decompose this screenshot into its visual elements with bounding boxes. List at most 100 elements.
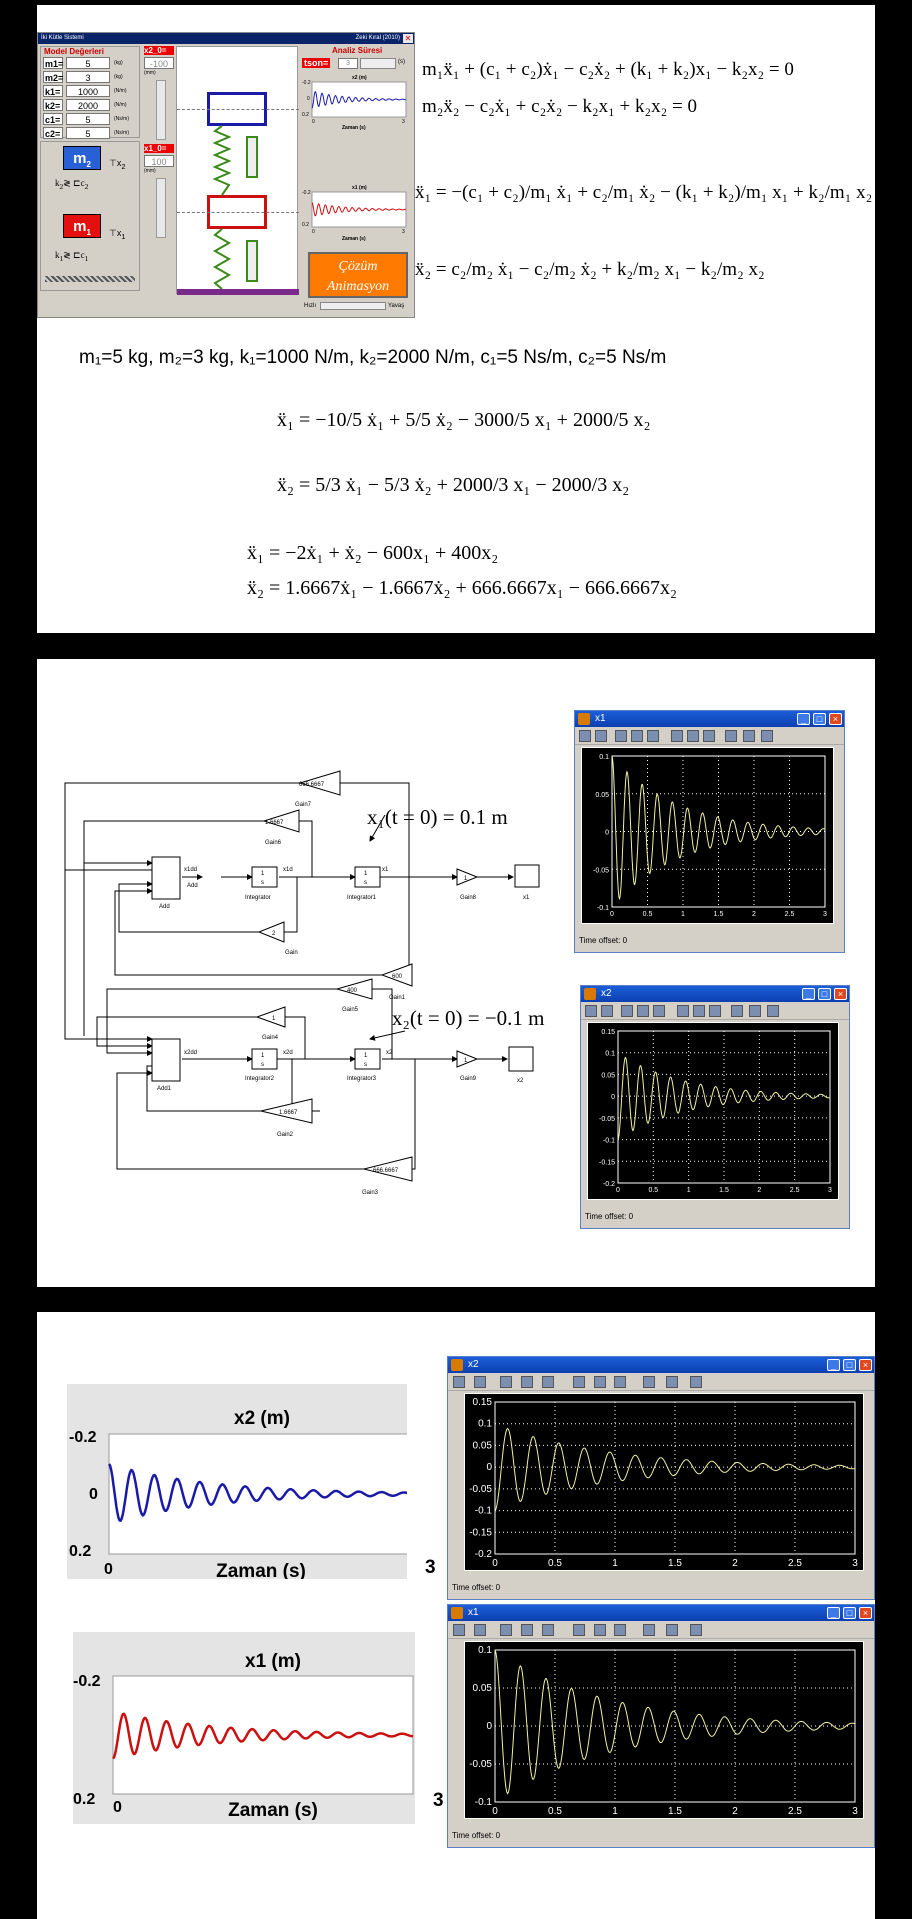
big-x1-t3-label: 3 [433,1790,444,1811]
minimize-icon[interactable]: _ [827,1359,840,1371]
svg-text:x1: x1 [382,867,389,873]
svg-text:0.2: 0.2 [302,222,309,228]
x1-0-input[interactable]: 100 [144,155,174,167]
param-unit: (Ns/m) [114,130,129,136]
restore-axes-icon[interactable] [703,730,715,742]
save-axes-icon[interactable] [693,1005,705,1017]
lock-icon[interactable] [743,730,755,742]
y-tick-label: -0.1 [603,1138,615,1145]
lock-icon[interactable] [666,1624,679,1636]
maximize-icon[interactable]: □ [813,713,826,725]
zoom-y-icon[interactable] [653,1005,665,1017]
spring-damper-drawing [177,125,299,295]
maximize-icon[interactable]: □ [843,1607,856,1619]
signal-select-icon[interactable] [761,730,773,742]
print-icon[interactable] [585,1005,597,1017]
y-tick-label: -0.15 [469,1527,492,1538]
restore-axes-icon[interactable] [709,1005,721,1017]
close-icon[interactable]: ✕ [403,34,413,43]
print-icon[interactable] [453,1376,466,1388]
x2-slider[interactable] [156,80,166,140]
signal-select-icon[interactable] [689,1624,702,1636]
param-label: c2= [43,127,63,139]
tson-input[interactable]: 3 [338,58,358,69]
speed-slider[interactable] [320,302,386,310]
zoom-icon[interactable] [500,1376,512,1388]
maximize-icon[interactable]: □ [843,1359,856,1371]
save-axes-icon[interactable] [593,1624,606,1636]
autoscale-icon[interactable] [677,1005,689,1017]
speed-slow-label: Yavaş [388,303,405,309]
big-x2-plot-panel: x2 (m) -0.2 0 0.2 0 Zaman (s) [67,1384,428,1582]
lock-icon[interactable] [749,1005,761,1017]
svg-text:Gain9: Gain9 [460,1076,477,1082]
close-icon[interactable]: × [829,713,842,725]
restore-axes-icon[interactable] [614,1376,627,1388]
zoom-icon[interactable] [615,730,627,742]
tson-slider[interactable] [360,58,396,69]
zoom-icon[interactable] [621,1005,633,1017]
param-input[interactable]: 5 [66,113,110,125]
svg-text:1.6667: 1.6667 [279,1110,298,1116]
float-icon[interactable] [725,730,737,742]
svg-text:0.2: 0.2 [73,1791,95,1808]
y-tick-label: -0.05 [599,1116,615,1123]
signal-select-icon[interactable] [689,1376,702,1388]
lock-icon[interactable] [666,1376,679,1388]
zoom-icon[interactable] [500,1624,512,1636]
float-icon[interactable] [731,1005,743,1017]
close-icon[interactable]: × [834,988,847,1000]
print-icon[interactable] [453,1624,466,1636]
svg-text:x2d: x2d [283,1050,293,1056]
param-input[interactable]: 5 [66,57,110,69]
print-icon[interactable] [579,730,591,742]
matlab-logo-icon [451,1359,463,1371]
params-icon[interactable] [601,1005,613,1017]
minimize-icon[interactable]: _ [827,1607,840,1619]
minimize-icon[interactable]: _ [802,988,815,1000]
matlab-logo-icon [451,1607,463,1619]
close-icon[interactable]: × [859,1607,872,1619]
equation-1: m₁ẍ₁ + (c₁ + c₂)ẋ₁ − c₂ẋ₂ + (k₁ + k₂)x₁ … [422,59,794,80]
float-icon[interactable] [643,1376,655,1388]
y-tick-label: 0.1 [605,1051,615,1058]
params-icon[interactable] [474,1624,486,1636]
maximize-icon[interactable]: □ [818,988,831,1000]
solve-animation-button[interactable]: Çözüm Animasyon [308,252,408,298]
svg-text:Zaman (s): Zaman (s) [216,1561,306,1579]
zoom-y-icon[interactable] [541,1376,554,1388]
x1-mm-unit: (mm) [144,168,156,174]
zoom-x-icon[interactable] [520,1376,533,1388]
param-input[interactable]: 2000 [66,99,110,111]
restore-axes-icon[interactable] [614,1624,627,1636]
param-input[interactable]: 3 [66,71,110,83]
minimize-icon[interactable]: _ [797,713,810,725]
params-icon[interactable] [595,730,607,742]
param-input[interactable]: 5 [66,127,110,139]
param-input[interactable]: 1000 [66,85,110,97]
svg-text:x2: x2 [386,1050,393,1056]
param-unit: (kg) [114,74,123,80]
x1-slider[interactable] [156,178,166,238]
zoom-x-icon[interactable] [637,1005,649,1017]
x2-0-input[interactable]: -100 [144,57,174,69]
scope-toolbar [581,1002,849,1020]
autoscale-icon[interactable] [572,1624,585,1636]
float-icon[interactable] [643,1624,655,1636]
svg-text:1: 1 [364,1053,368,1059]
autoscale-icon[interactable] [671,730,683,742]
signal-select-icon[interactable] [767,1005,779,1017]
scope-title-bar: x2_□× [448,1357,874,1373]
zoom-y-icon[interactable] [541,1624,554,1636]
tson-unit: (s) [398,59,405,65]
param-label: m1= [43,57,64,69]
close-icon[interactable]: × [859,1359,872,1371]
save-axes-icon[interactable] [687,730,699,742]
autoscale-icon[interactable] [572,1376,585,1388]
zoom-y-icon[interactable] [647,730,659,742]
zoom-x-icon[interactable] [631,730,643,742]
params-icon[interactable] [474,1376,486,1388]
svg-text:x2 (m): x2 (m) [234,1408,290,1429]
zoom-x-icon[interactable] [520,1624,533,1636]
save-axes-icon[interactable] [593,1376,606,1388]
